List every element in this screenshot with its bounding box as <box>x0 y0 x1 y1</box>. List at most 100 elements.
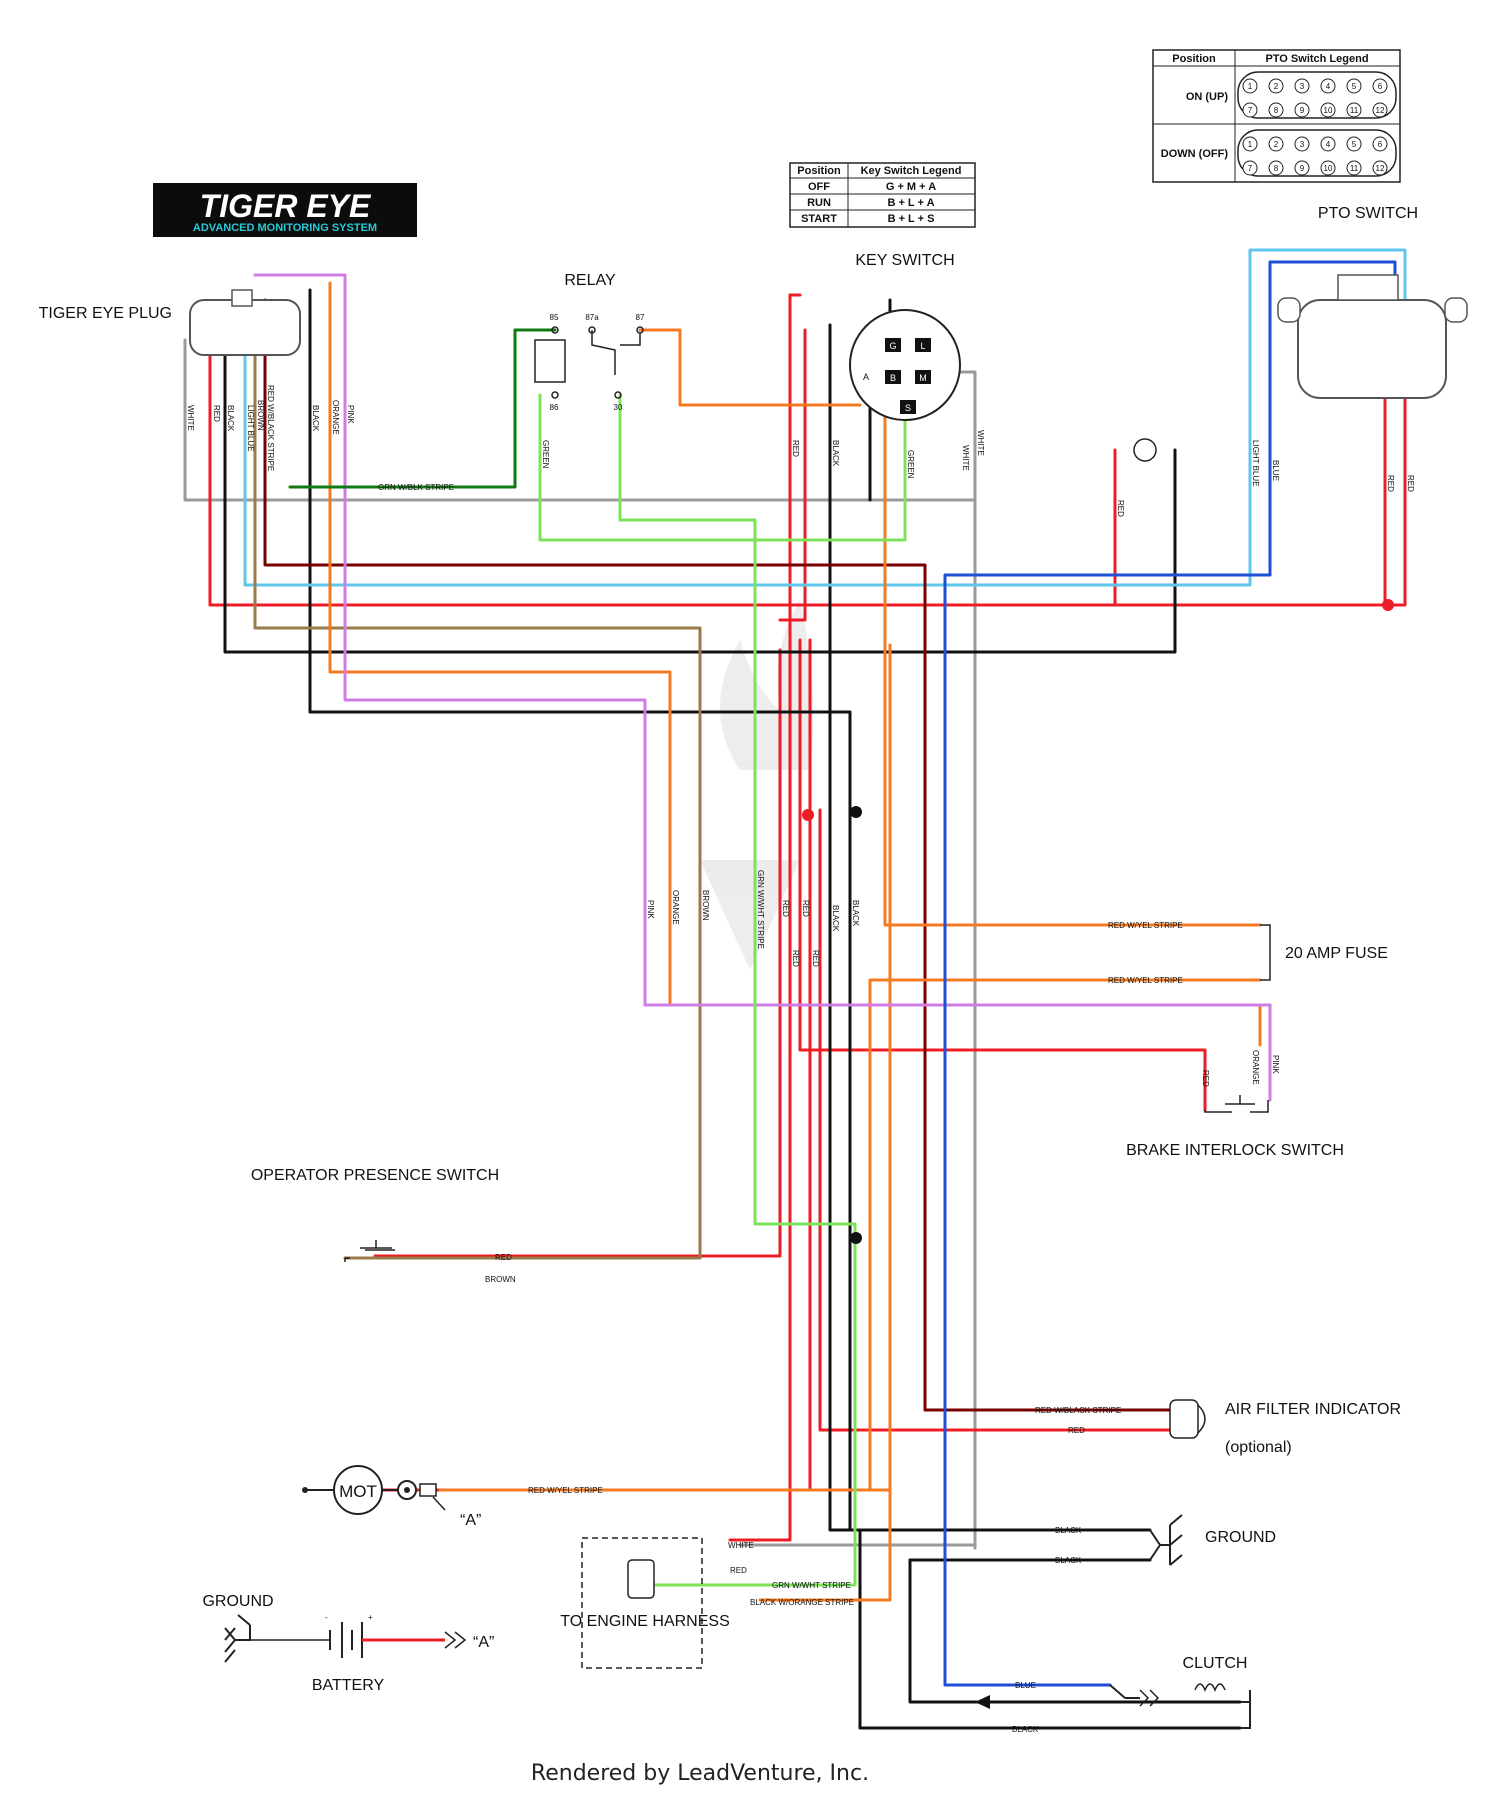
label-grn-wht-1: GRN W/WHT STRIPE <box>756 870 765 949</box>
junction-black-bottom <box>850 1232 862 1244</box>
pto-legend-pin-number: 9 <box>1300 106 1305 115</box>
pto-legend-pin <box>1320 160 1336 176</box>
pto-legend-pin <box>1268 78 1284 94</box>
pto-legend-pin-number: 12 <box>1376 106 1385 115</box>
pto-legend-pin-number: 9 <box>1300 164 1305 173</box>
pto-legend-pin <box>1372 78 1388 94</box>
junctions <box>802 599 1394 1244</box>
logo-tagline: ADVANCED MONITORING SYSTEM <box>193 222 377 234</box>
label-black-8: BLACK <box>1012 1725 1039 1734</box>
label-light-blue-1: LIGHT BLUE <box>246 405 255 452</box>
key-pin-l: L <box>920 341 925 351</box>
ground-right: GROUND <box>1149 1514 1276 1566</box>
key-pin-s: S <box>905 403 911 413</box>
pto-legend-pin-number: 12 <box>1376 164 1385 173</box>
label-orange-1: ORANGE <box>331 400 340 435</box>
key-switch: G L A B M S KEY SWITCH <box>849 252 961 421</box>
label-red-6: RED <box>781 900 790 917</box>
label-red-4: RED <box>1386 475 1395 492</box>
pto-legend-pin-number: 6 <box>1378 82 1383 91</box>
pto-legend-pin <box>1320 136 1336 152</box>
brake-label: BRAKE INTERLOCK SWITCH <box>1126 1142 1344 1159</box>
pto-legend-pin-number: 7 <box>1248 106 1253 115</box>
pto-legend-pin-number: 5 <box>1352 82 1357 91</box>
pto-legend-pin-number: 4 <box>1326 82 1331 91</box>
pto-legend-pin <box>1294 136 1310 152</box>
key-legend-start-value: B + L + S <box>888 213 935 225</box>
pto-legend-pin-number: 3 <box>1300 140 1305 149</box>
pto-legend-pin <box>1346 136 1362 152</box>
lamp-icon <box>1133 438 1157 462</box>
label-blue-2: BLUE <box>1015 1681 1036 1690</box>
pto-legend-pin-number: 3 <box>1300 82 1305 91</box>
label-red-5: RED <box>1406 475 1415 492</box>
battery-minus: - <box>325 1613 328 1622</box>
key-pin-b: B <box>890 373 896 383</box>
pto-legend-pin-number: 7 <box>1248 164 1253 173</box>
label-red-8: RED <box>791 950 800 967</box>
wire-blue <box>943 260 1397 1687</box>
ground-right-label: GROUND <box>1205 1529 1276 1546</box>
operator-presence-switch: OPERATOR PRESENCE SWITCH <box>251 1167 499 1262</box>
pto-legend-pin-number: 2 <box>1274 82 1279 91</box>
label-red-7: RED <box>801 900 810 917</box>
pto-switch-legend: Position PTO Switch Legend ON (UP) DOWN … <box>1152 49 1401 183</box>
wire-red <box>208 293 1407 1542</box>
label-light-blue-2: LIGHT BLUE <box>1251 440 1260 487</box>
label-black-7: BLACK <box>1055 1556 1082 1565</box>
label-black-4: BLACK <box>831 905 840 932</box>
wire-green <box>538 378 907 1587</box>
junction-red <box>802 809 814 821</box>
label-pink-3: PINK <box>1271 1055 1280 1074</box>
wires <box>183 248 1407 1730</box>
pto-legend-pin <box>1320 102 1336 118</box>
label-black-2: BLACK <box>311 405 320 432</box>
pto-legend-pin-number: 8 <box>1274 164 1279 173</box>
logo-brand: TIGER EYE <box>200 188 372 224</box>
label-black-1: BLACK <box>226 405 235 432</box>
pto-legend-pin <box>1242 102 1258 118</box>
pto-legend-pin-number: 1 <box>1248 140 1253 149</box>
wire-grn-blk <box>288 328 557 489</box>
junction-red-pto <box>1382 599 1394 611</box>
pto-legend-pin-number: 11 <box>1350 164 1359 173</box>
label-white-1: WHITE <box>186 405 195 431</box>
relay-pin-87a: 87a <box>585 313 599 322</box>
pto-legend-pin-number: 1 <box>1248 82 1253 91</box>
relay-pin-86: 86 <box>550 403 559 412</box>
key-switch-label: KEY SWITCH <box>855 252 954 269</box>
battery-plus: + <box>368 1613 373 1622</box>
junction-black-top <box>850 806 862 818</box>
pto-legend-pin <box>1372 160 1388 176</box>
wire-orange <box>328 281 1262 1602</box>
footer-credit: Rendered by LeadVenture, Inc. <box>531 1761 869 1786</box>
pto-legend-pin-number: 10 <box>1324 164 1333 173</box>
label-red-13: RED <box>730 1566 747 1575</box>
key-legend-run-value: B + L + A <box>887 197 934 209</box>
ref-a-bottom: “A” <box>473 1634 494 1651</box>
relay-pin-87: 87 <box>636 313 645 322</box>
label-pink-1: PINK <box>346 405 355 424</box>
label-black-3: BLACK <box>831 440 840 467</box>
label-red-10: RED <box>1201 1070 1210 1087</box>
key-pin-m: M <box>919 373 927 383</box>
label-grn-wht-2: GRN W/WHT STRIPE <box>772 1581 851 1590</box>
tiger-eye-plug: TIGER EYE PLUG <box>39 289 301 356</box>
label-black-6: BLACK <box>1055 1526 1082 1535</box>
fuse-label: 20 AMP FUSE <box>1285 945 1388 962</box>
key-legend-header-position: Position <box>797 165 841 177</box>
label-red-yel-2: RED W/YEL STRIPE <box>1108 976 1183 985</box>
label-orange-2: ORANGE <box>671 890 680 925</box>
pto-legend-pin-number: 4 <box>1326 140 1331 149</box>
operator-label: OPERATOR PRESENCE SWITCH <box>251 1167 499 1184</box>
engine-harness-label: TO ENGINE HARNESS <box>560 1613 730 1630</box>
pto-legend-pin-number: 11 <box>1350 106 1359 115</box>
label-red-yel-3: RED W/YEL STRIPE <box>528 1486 603 1495</box>
engine-harness: TO ENGINE HARNESS <box>560 1537 730 1669</box>
key-legend-start: START <box>801 213 837 225</box>
pto-legend-pin-number: 6 <box>1378 140 1383 149</box>
starter-motor: MOT “A” <box>302 1465 481 1529</box>
key-switch-legend: Position Key Switch Legend OFF G + M + A… <box>789 162 976 228</box>
pto-legend-pin <box>1242 160 1258 176</box>
